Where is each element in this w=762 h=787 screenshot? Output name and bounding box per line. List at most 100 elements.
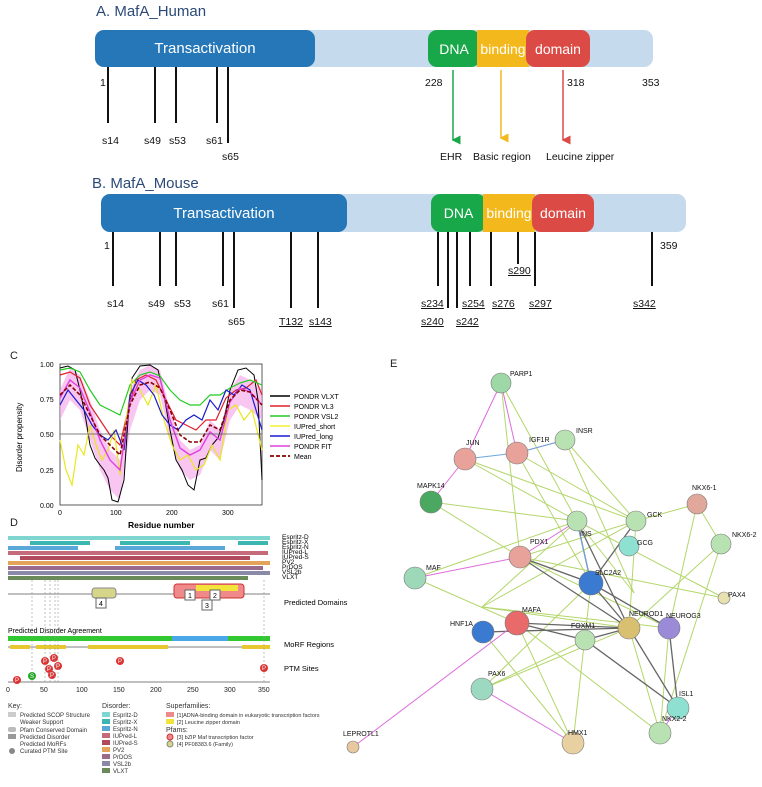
label-maf: MAF [426,565,441,572]
node-pdx1 [508,545,532,569]
morf-a [10,645,30,649]
panel-b-transactivation-label: Transactivation [173,204,275,222]
superfamily-2: [2] Leucine zipper domain [177,720,240,726]
node-mafa [504,610,530,636]
panel-a-feature-basic-region: Basic region [473,151,531,163]
panel-a-transactivation-domain: Transactivation [95,30,315,67]
panel-b-binding-segment: binding [483,194,535,232]
ptm-marker-7-text: P [50,673,54,679]
label-insr: INSR [576,428,593,435]
label-pax6: PAX6 [488,671,505,678]
panel-b-tick-s342 [651,232,653,286]
panel-a-dna-segment: DNA [428,30,480,67]
ptm-marker-8-text: P [118,659,122,665]
plot-legend: PONDR VLXT PONDR VL3 PONDR VSL2 IUPred_s… [270,394,339,461]
legend-mean: Mean [294,454,312,461]
d-xtick-100: 100 [76,687,88,694]
domain-tag-2: 2 [213,593,217,600]
panel-a-tick-s49 [154,67,156,123]
node-leprotl1 [346,740,360,754]
domain-box-4 [91,587,117,599]
y-tick-025: 0.25 [40,468,54,475]
panel-b-tick-s276 [490,232,492,286]
agreement-bar [8,636,270,641]
panel-b-tick-s61 [222,232,224,286]
row-label-ptm: PTM Sites [284,664,319,673]
panel-b-site-s14: s14 [107,298,124,310]
node-pax6 [470,677,494,701]
panel-b-site-s242: s242 [456,316,479,328]
key-swatch-disorder [8,734,16,739]
iupred-short-curve [59,378,263,488]
pfams-title: Pfams: [166,727,188,734]
disorder-item-7: PrDOS [113,755,132,761]
key-morf: Predicted MoRFs [20,742,66,748]
panel-b-site-s65: s65 [228,316,245,328]
label-pax4: PAX4 [728,592,745,599]
node-slc2a2 [578,570,604,596]
network-labels: PARP1 JUN IGF1R INSR MAPK14 NKX6-1 NKX6-… [343,371,757,738]
label-mapk14: MAPK14 [417,483,445,490]
label-nkx2-2: NKX2-2 [662,716,687,723]
panel-a-binding-segment: binding [477,30,529,67]
node-mapk14 [419,490,443,514]
legend-vlxt: PONDR VLXT [294,394,339,401]
panel-b-tick-t132 [290,232,292,308]
disorder-swatch-7 [102,754,110,759]
disorder-swatch-5 [102,740,110,745]
d-xtick-200: 200 [150,687,162,694]
row-label-domains: Predicted Domains [284,598,348,607]
label-gck: GCK [647,512,663,519]
panel-b-site-s276: s276 [492,298,515,310]
key-swatch-scop [8,712,16,717]
predictor-vlxt: VLXT [282,574,298,581]
track-espritz-n [8,546,78,550]
agreement-bar-blue [172,636,228,641]
plot-curves [59,364,263,503]
predictor-espritz-x: Espritz-X [282,539,309,546]
label-pdx1: PDX1 [530,539,548,546]
track-espritz-n-b [115,546,225,550]
disorder-swatch-3 [102,726,110,731]
node-hnf1a [471,620,495,644]
panel-a-tick-s53 [175,67,177,123]
predictor-prdos: PrDOS [282,564,303,571]
row-label-morf: MoRF Regions [284,640,334,649]
legend-vsl2: PONDR VSL2 [294,414,338,421]
panel-a-tick-s65 [227,67,229,143]
panel-a-domain-label: domain [535,40,581,57]
panel-a-binding-label: binding [480,40,526,57]
disorder-swatch-2 [102,719,110,724]
predictor-tracks [8,536,270,580]
disorder-propensity-plot: Disorder propensity 0.00 0.25 0.50 0.75 … [15,362,339,530]
predictor-espritz-n: Espritz-N [282,544,309,551]
panel-b-tick-s49 [159,232,161,286]
node-nkx6-2 [710,533,732,555]
key-title: Key: [8,703,22,710]
morf-d [242,645,270,649]
y-tick-0: 0.00 [40,503,54,510]
predictor-pv2: PV2 [282,559,295,566]
y-tick-050: 0.50 [40,432,54,439]
ptm-marker-4-text: P [47,667,51,673]
y-axis-label: Disorder propensity [15,403,24,472]
label-neurod1: NEUROD1 [629,611,663,618]
panel-b-site-s240: s240 [421,316,444,328]
panel-a-feature-arrows [451,70,571,145]
panel-b-dna-label: DNA [443,205,474,221]
panel-b-tick-s53 [175,232,177,286]
panel-b-pos-359: 359 [660,240,678,252]
panel-e-label: E [390,358,398,370]
label-nkx6-2: NKX6-2 [732,532,757,539]
domain-box-2 [196,585,238,591]
panel-b-site-s53: s53 [174,298,191,310]
panel-a-title: A. MafA_Human [96,3,207,20]
ptm-marker-8 [116,657,124,665]
label-mafa: MAFA [522,607,541,614]
label-hmx1: HMX1 [568,730,588,737]
ptm-marker-1-text: P [15,678,19,684]
predictor-iupred-s: IUPred-S [282,554,309,561]
domain-tag-1: 1 [188,593,192,600]
disorder-title: Disorder: [102,703,130,710]
d-axis-ticks: 0 50 100 150 200 250 300 350 [6,687,270,694]
